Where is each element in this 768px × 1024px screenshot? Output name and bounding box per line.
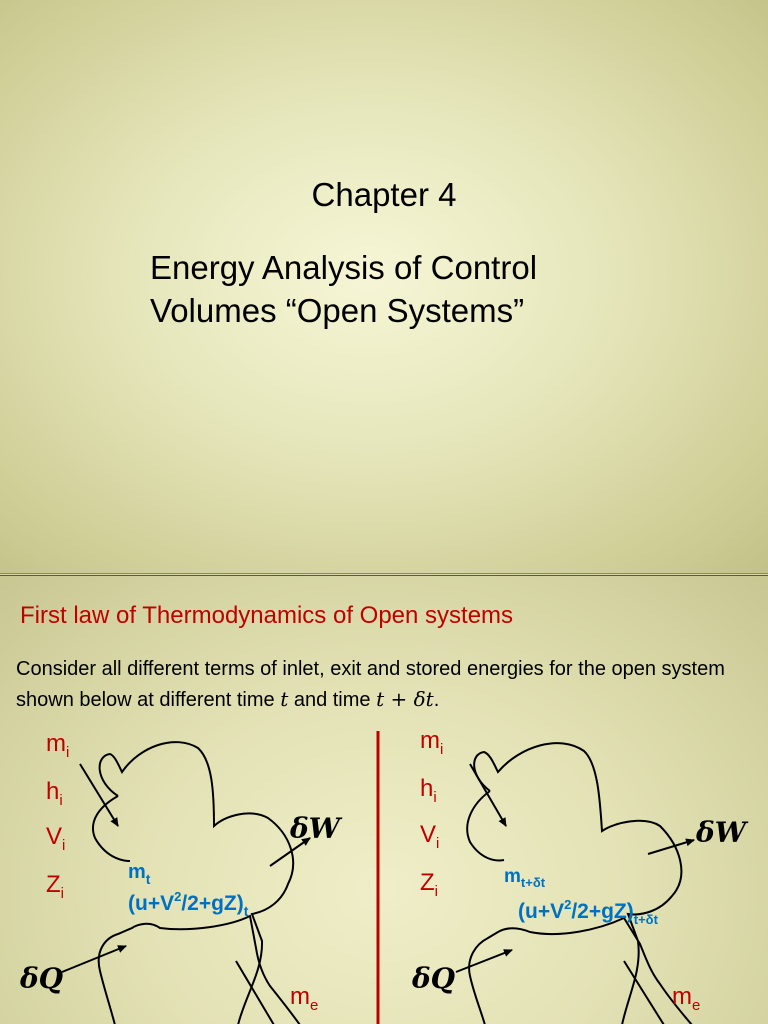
right-inlet-elevation: Zi	[420, 869, 438, 900]
left-system-mass: mt	[128, 861, 151, 887]
open-system-diagram: mi hi Vi Zi mt (u+V2/2+gZ)t δW δQ me mi …	[19, 727, 749, 1024]
right-heat-symbol: δQ	[411, 962, 455, 995]
intro-time-t-dt: t + δt	[376, 687, 434, 711]
left-inlet-velocity: Vi	[46, 823, 65, 854]
intro-text-1: Consider all different terms of inlet, e…	[16, 658, 725, 711]
left-heat-symbol: δQ	[19, 962, 63, 995]
right-control-volume-boundary	[468, 742, 693, 1024]
right-inlet-mass: mi	[420, 727, 443, 758]
left-boundary-lobe	[92, 795, 131, 862]
right-boundary-lobe	[466, 790, 505, 862]
intro-time-t: t	[280, 687, 289, 711]
right-inlet-arrow	[469, 763, 507, 827]
intro-text-2: and time	[288, 689, 377, 711]
right-work-arrow	[647, 838, 695, 855]
right-system: mi hi Vi Zi mt+δt (u+V2/2+gZ)t+δt δW δQ …	[411, 727, 749, 1024]
title-slide: Chapter 4 Energy Analysis of Control Vol…	[0, 0, 768, 574]
left-system-energy: (u+V2/2+gZ)t	[128, 889, 249, 919]
right-heat-arrow	[455, 949, 513, 973]
content-slide: First law of Thermodynamics of Open syst…	[0, 575, 768, 1024]
chapter-number: Chapter 4	[311, 176, 457, 213]
left-exit-mass: me	[290, 983, 318, 1014]
chapter-title-line-1: Energy Analysis of Control	[150, 249, 538, 286]
right-inlet-enthalpy: hi	[420, 775, 437, 806]
right-system-energy: (u+V2/2+gZ)t+δt	[518, 897, 659, 927]
left-work-arrow	[269, 837, 311, 867]
slide-heading: First law of Thermodynamics of Open syst…	[20, 602, 514, 629]
left-work-symbol: δW	[289, 812, 343, 845]
right-inlet-velocity: Vi	[420, 821, 439, 852]
intro-paragraph: Consider all different terms of inlet, e…	[16, 654, 756, 715]
chapter-title-line-2: Volumes “Open Systems”	[150, 292, 525, 329]
right-system-mass: mt+δt	[504, 866, 546, 890]
left-heat-arrow	[61, 945, 127, 973]
left-control-volume-boundary	[97, 741, 301, 1024]
left-inlet-arrow	[79, 763, 119, 827]
right-work-symbol: δW	[695, 816, 749, 849]
left-exit-arrow	[235, 960, 275, 1024]
left-system: mi hi Vi Zi mt (u+V2/2+gZ)t δW δQ me	[19, 730, 343, 1024]
right-exit-mass: me	[672, 983, 700, 1014]
left-inlet-elevation: Zi	[46, 871, 64, 902]
left-inlet-mass: mi	[46, 730, 69, 761]
left-inlet-enthalpy: hi	[46, 778, 63, 809]
right-exit-arrow	[623, 960, 665, 1024]
chapter-title: Energy Analysis of Control Volumes “Open…	[150, 246, 537, 332]
intro-text-end: .	[433, 689, 440, 711]
